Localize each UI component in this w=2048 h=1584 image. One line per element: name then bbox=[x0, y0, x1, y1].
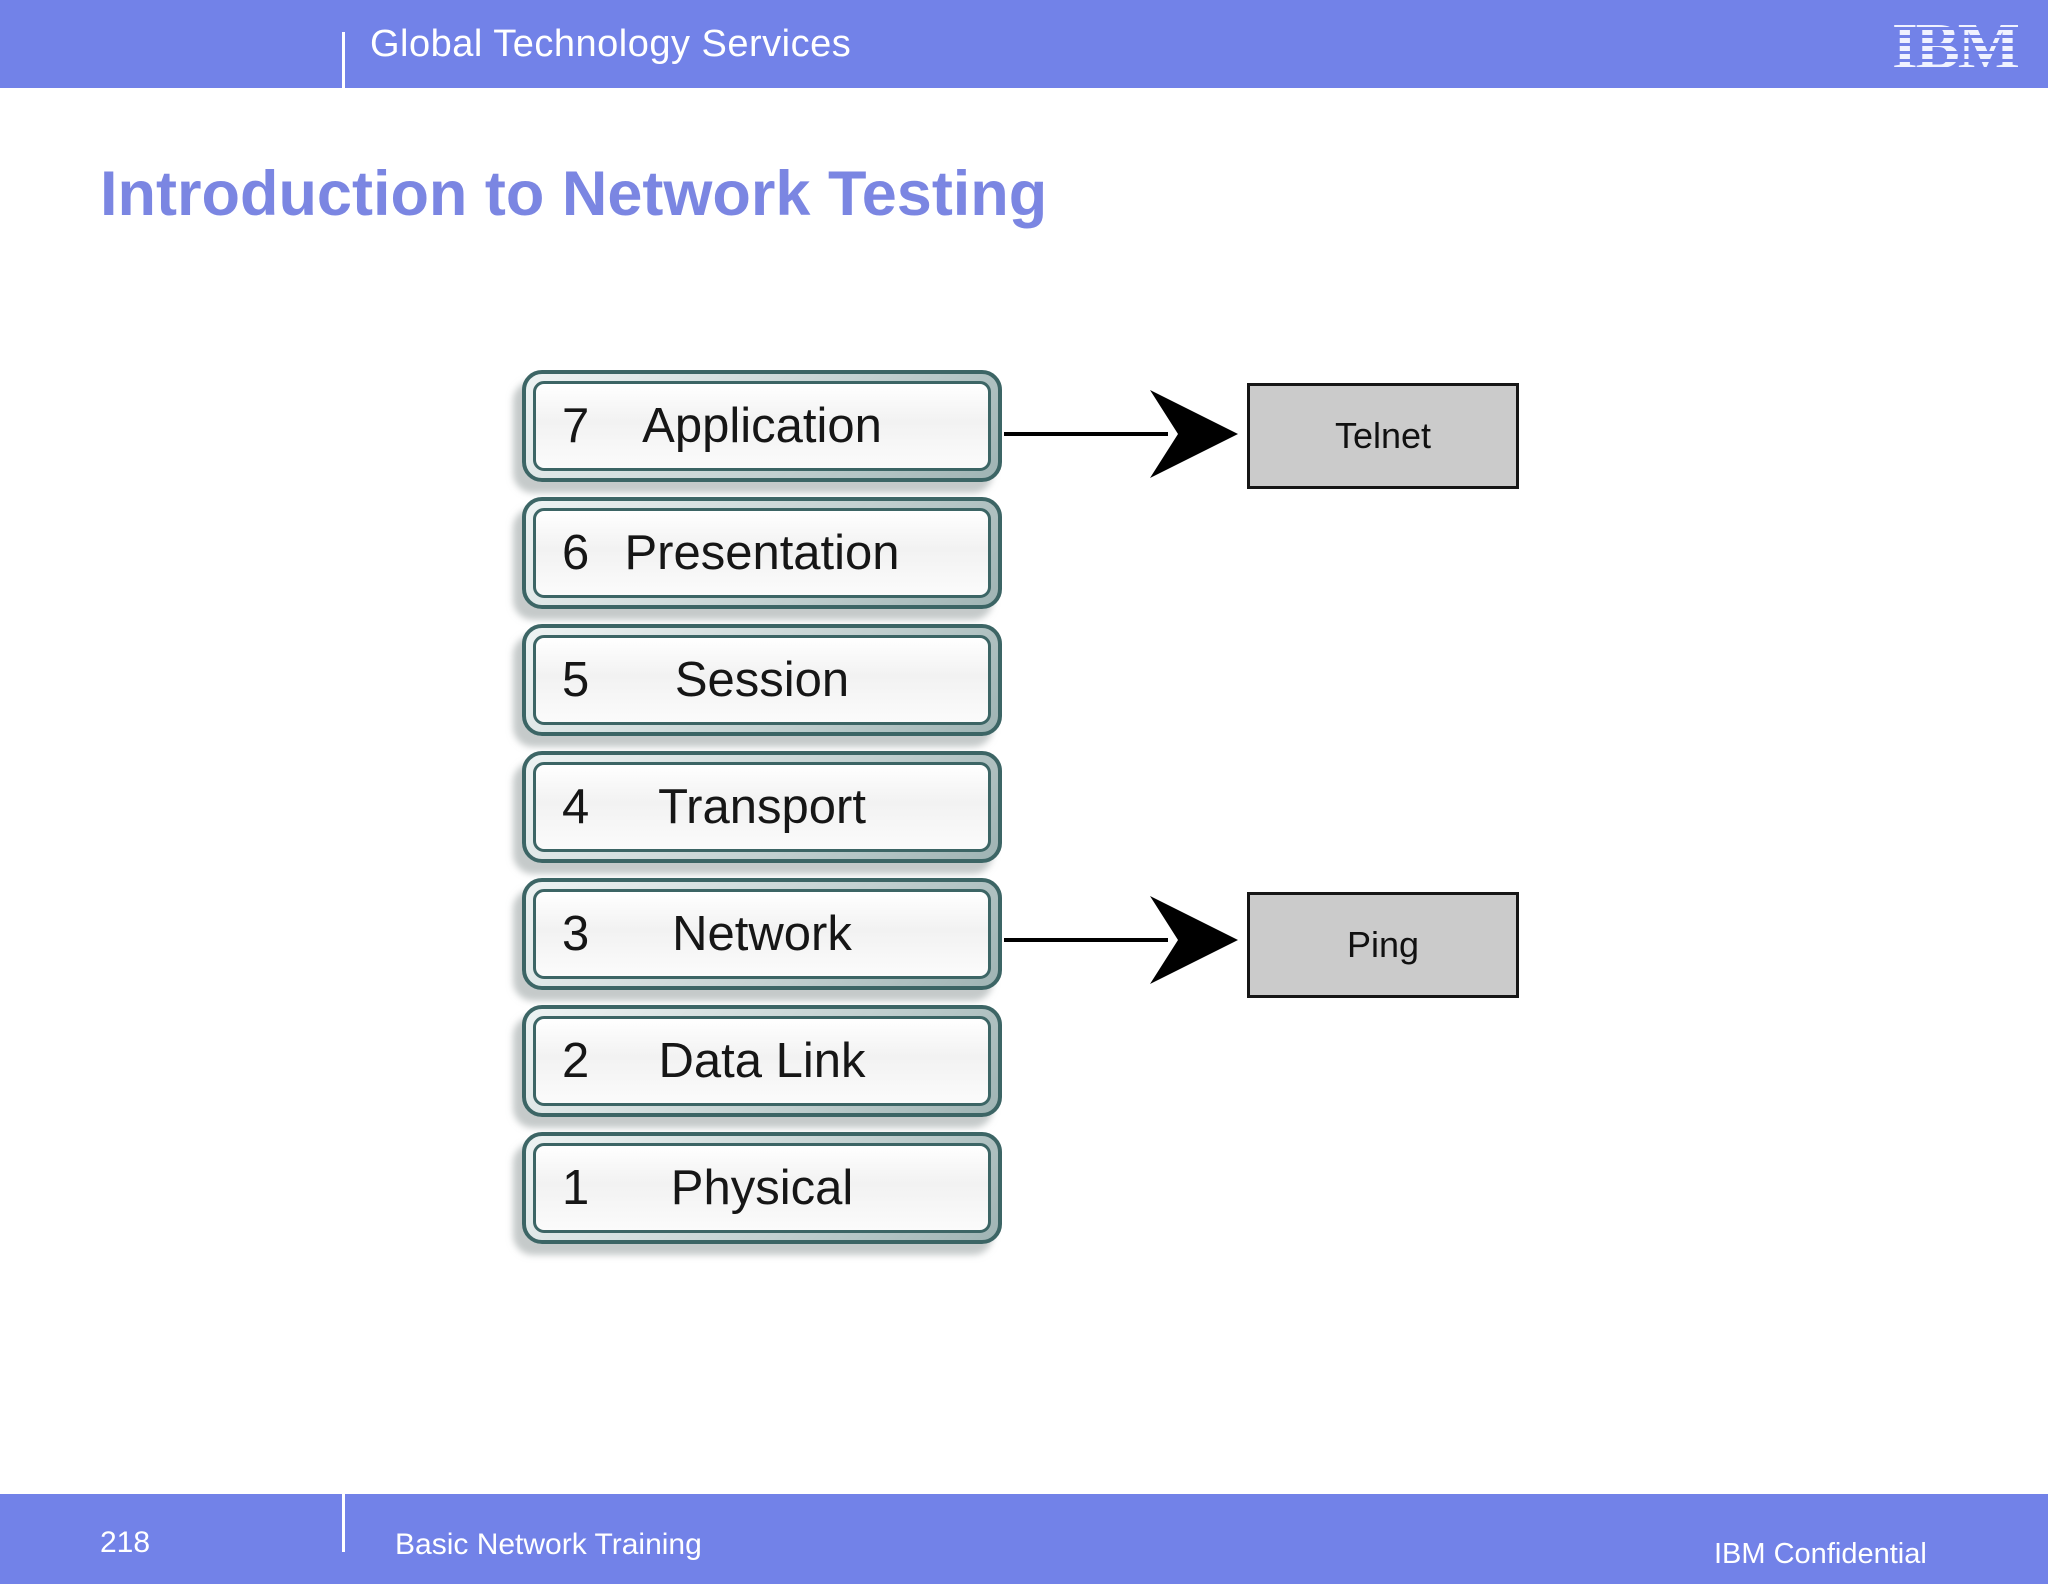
header-bar: Global Technology Services IBM bbox=[0, 0, 2048, 88]
layer-data-link: 2 Data Link bbox=[522, 1005, 1002, 1117]
header-brand-text: Global Technology Services bbox=[370, 22, 852, 65]
layer-session: 5 Session bbox=[522, 624, 1002, 736]
layer-name: Data Link bbox=[658, 1034, 866, 1088]
osi-layer-stack: 7 Application 6 Presentation 5 Session 4… bbox=[522, 370, 1002, 1244]
layer-name: Application bbox=[642, 399, 882, 453]
layer-name: Presentation bbox=[624, 526, 900, 580]
layer-number: 4 bbox=[562, 780, 590, 834]
layer-physical: 1 Physical bbox=[522, 1132, 1002, 1244]
layer-name: Transport bbox=[658, 780, 866, 834]
footer-divider bbox=[342, 1494, 345, 1552]
telnet-label: Telnet bbox=[1334, 415, 1432, 456]
layer-number: 5 bbox=[562, 653, 590, 707]
layer-network: 3 Network bbox=[522, 878, 1002, 990]
layer-application: 7 Application bbox=[522, 370, 1002, 482]
layer-name: Physical bbox=[670, 1161, 854, 1215]
footer-course-title: Basic Network Training bbox=[395, 1528, 702, 1561]
layer-presentation: 6 Presentation bbox=[522, 497, 1002, 609]
footer-bar: 218 Basic Network Training IBM Confident… bbox=[0, 1494, 2048, 1584]
ibm-logo-icon: IBM bbox=[1892, 12, 2018, 76]
layer-number: 7 bbox=[562, 399, 590, 453]
svg-text:IBM: IBM bbox=[1892, 12, 2018, 76]
telnet-box: Telnet bbox=[1247, 383, 1519, 489]
layer-name: Session bbox=[674, 653, 850, 707]
footer-confidential-label: IBM Confidential bbox=[1714, 1538, 1927, 1570]
page-title: Introduction to Network Testing bbox=[100, 159, 1048, 229]
header-divider bbox=[342, 32, 345, 88]
layer-transport: 4 Transport bbox=[522, 751, 1002, 863]
layer-number: 1 bbox=[562, 1161, 590, 1215]
layer-number: 6 bbox=[562, 526, 590, 580]
ping-label: Ping bbox=[1346, 924, 1420, 965]
layer-number: 2 bbox=[562, 1034, 590, 1088]
layer-name: Network bbox=[672, 907, 852, 961]
ping-box: Ping bbox=[1247, 892, 1519, 998]
page-number: 218 bbox=[100, 1526, 151, 1559]
layer-number: 3 bbox=[562, 907, 590, 961]
